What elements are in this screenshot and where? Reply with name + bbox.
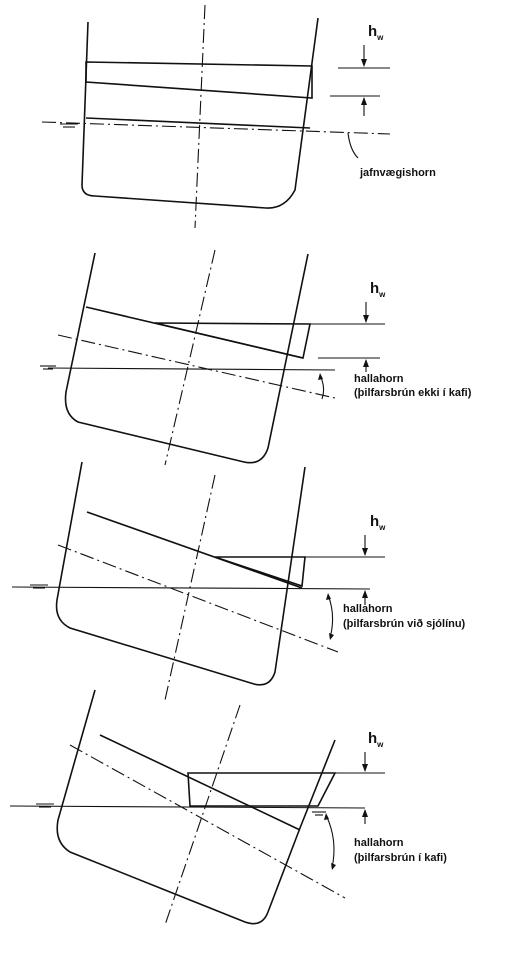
angle-label-title: hallahorn <box>343 603 393 615</box>
hull-section <box>64 252 311 464</box>
hw-subscript: w <box>376 33 384 42</box>
svg-text:(þilfarsbrún við sjólínu): (þilfarsbrún við sjólínu) <box>343 618 466 630</box>
angle-arc <box>318 373 325 400</box>
angle-label-detail: (þilfarsbrún ekki í kafi) <box>354 387 472 399</box>
hw-dimension: hw <box>305 513 386 605</box>
angle-label-detail: (þilfarsbrún í kafi) <box>354 852 447 864</box>
hw-dimension: hw <box>310 280 386 372</box>
hw-symbol: h <box>368 730 377 747</box>
hw-dimension: hw <box>330 23 390 116</box>
angle-pointer <box>347 132 359 159</box>
deck-extension <box>57 544 339 653</box>
waterline-symbol-right <box>312 811 326 816</box>
hull-section <box>55 461 306 686</box>
waterline-symbol <box>30 584 48 589</box>
centerline <box>194 4 206 229</box>
angle-arc <box>324 813 336 870</box>
panel-heel-edge-dry: hw hallahorn (þilfarsbrún ekki í kafi) <box>40 249 472 466</box>
hw-symbol: h <box>370 280 379 297</box>
waterline-symbol <box>60 123 78 128</box>
hw-subscript: w <box>378 523 386 532</box>
svg-text:(þilfarsbrún ekki í kafi): (þilfarsbrún ekki í kafi) <box>354 387 472 399</box>
angle-arc <box>326 593 334 640</box>
hw-subscript: w <box>376 740 384 749</box>
deck-extension <box>69 744 346 899</box>
svg-text:jafnvægishorn: jafnvægishorn <box>359 167 436 179</box>
svg-text:hw: hw <box>368 23 384 42</box>
svg-text:hallahorn: hallahorn <box>354 837 404 849</box>
deck-extension <box>57 334 336 399</box>
waterline <box>41 121 391 135</box>
hw-dimension: hw <box>335 730 385 824</box>
hw-subscript: w <box>378 290 386 299</box>
svg-text:hw: hw <box>370 280 386 299</box>
waterline-symbol <box>40 365 56 370</box>
angle-label-title: hallahorn <box>354 837 404 849</box>
angle-label-title: hallahorn <box>354 373 404 385</box>
centerline <box>164 249 216 466</box>
svg-text:hw: hw <box>368 730 384 749</box>
waterline <box>11 586 371 590</box>
hull-section <box>81 17 319 209</box>
svg-text:hallahorn: hallahorn <box>354 373 404 385</box>
angle-label: jafnvægishorn <box>359 167 436 179</box>
waterline-symbol <box>36 803 54 808</box>
hull-section <box>56 689 337 925</box>
angle-label-detail: (þilfarsbrún við sjólínu) <box>343 618 466 630</box>
panel-heel-edge-waterline: hw hallahorn (þilfarsbrún við sjólínu) <box>11 461 466 701</box>
hw-symbol: h <box>368 23 377 40</box>
svg-text:hw: hw <box>370 513 386 532</box>
waterline <box>9 805 366 809</box>
waterline <box>47 367 336 371</box>
svg-text:(þilfarsbrún í kafi): (þilfarsbrún í kafi) <box>354 852 447 864</box>
svg-text:hallahorn: hallahorn <box>343 603 393 615</box>
hw-symbol: h <box>370 513 379 530</box>
panel-heel-edge-submerged: hw hallahorn (þilfarsbrún í kafi) <box>9 689 447 926</box>
panel-upright: hw jafnvægishorn <box>41 4 436 229</box>
centerline <box>164 704 241 926</box>
